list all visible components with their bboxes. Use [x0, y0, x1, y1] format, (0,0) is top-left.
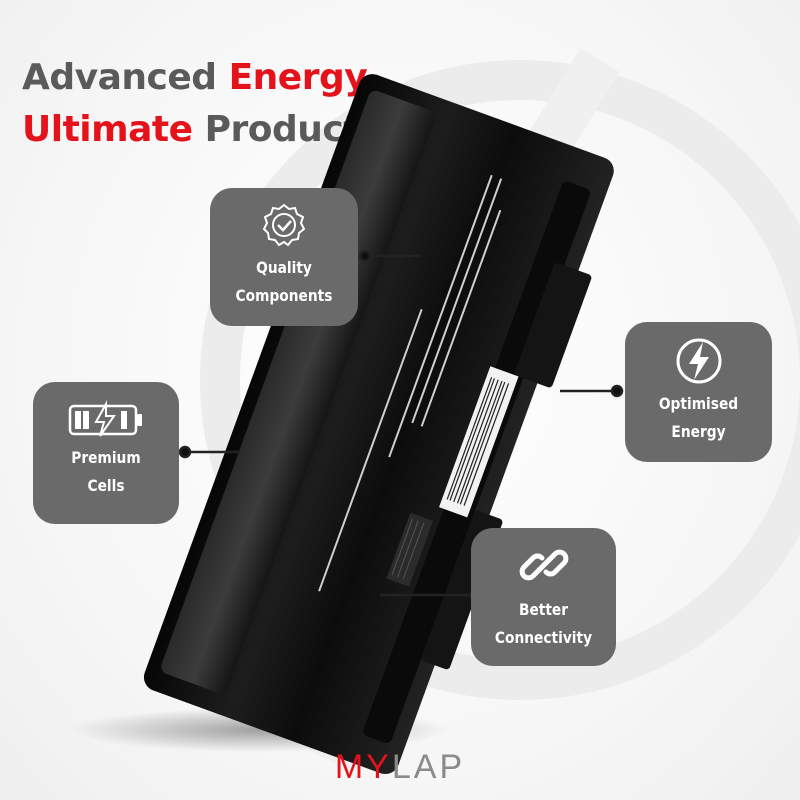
feature-card-energy: Optimised Energy — [625, 322, 772, 462]
feature-label-line2: Connectivity — [494, 628, 593, 647]
headline-line-1: Advanced Energy, — [22, 57, 378, 98]
brand-logo: MYLAP — [0, 748, 800, 787]
headline-accent-energy: Energy — [228, 57, 365, 98]
brand-logo-lap: LAP — [391, 748, 466, 786]
feature-card-connectivity: Better Connectivity — [471, 528, 616, 666]
chain-link-icon — [519, 549, 568, 581]
headline-accent-ultimate: Ultimate — [22, 109, 193, 150]
lightning-bolt-icon — [676, 338, 721, 384]
battery-charging-icon — [68, 400, 142, 437]
feature-label-line2: Components — [235, 286, 333, 305]
feature-card-quality: Quality Components — [210, 188, 358, 326]
brand-logo-my: MY — [334, 748, 392, 786]
feature-card-premium: Premium Cells — [33, 382, 179, 524]
feature-label-line1: Optimised — [658, 394, 739, 413]
badge-check-icon — [262, 203, 306, 247]
feature-label-line2: Cells — [87, 476, 125, 495]
feature-label-line1: Quality — [256, 258, 312, 277]
headline: Advanced Energy, Ultimate Productivity — [22, 52, 447, 156]
feature-label-line2: Energy — [671, 422, 726, 441]
feature-label-line1: Premium — [71, 448, 141, 467]
feature-label-line1: Better — [518, 600, 569, 619]
